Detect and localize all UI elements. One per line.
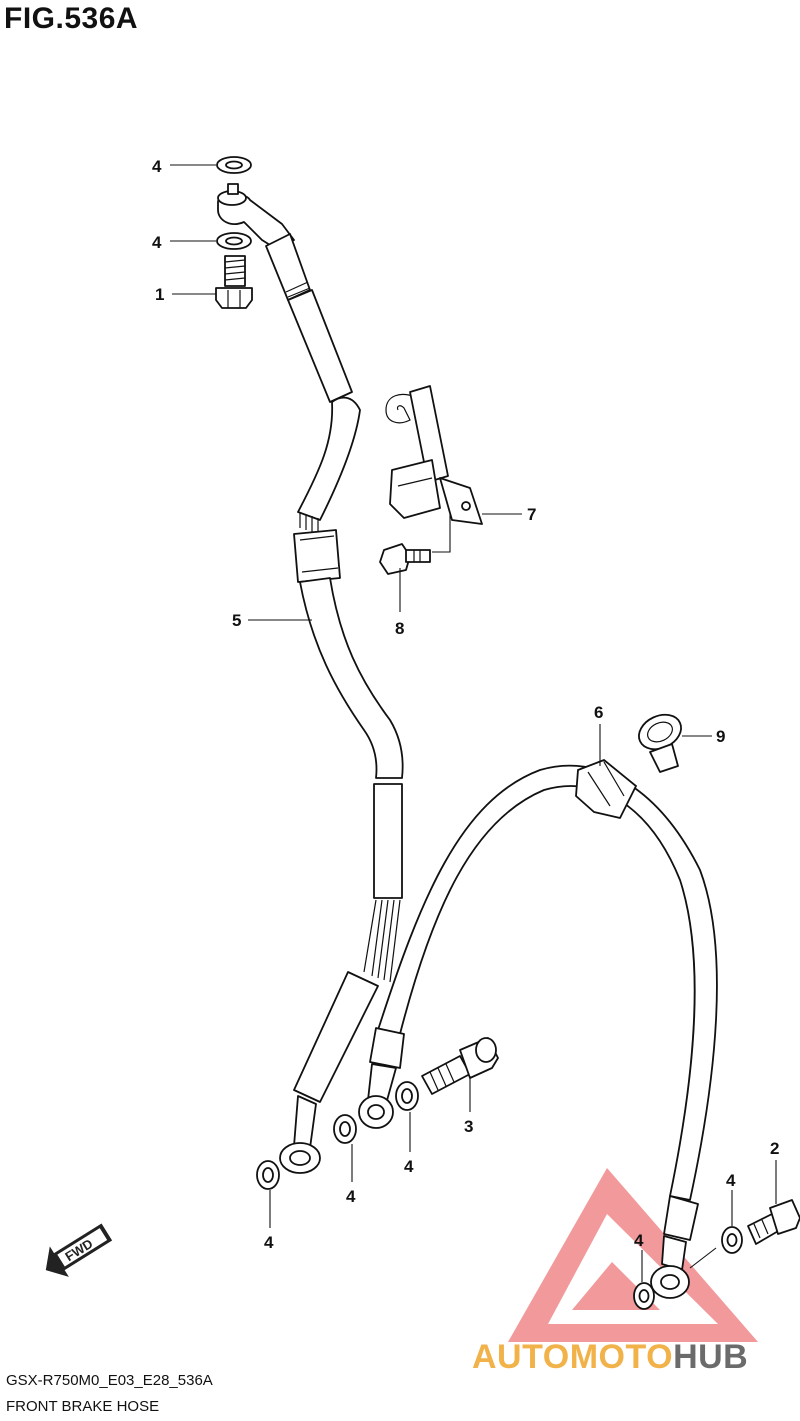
union-bolt-2 — [747, 1199, 800, 1245]
callout-6: 6 — [594, 703, 603, 722]
diagram-name: FRONT BRAKE HOSE — [6, 1398, 160, 1415]
washer-4-lower-left — [256, 1160, 280, 1190]
union-bolt-3 — [421, 1037, 499, 1095]
callout-2: 2 — [770, 1139, 779, 1158]
union-bolt-1 — [215, 255, 253, 309]
callout-5: 5 — [232, 611, 241, 630]
hose-6 — [358, 759, 718, 1299]
washer-4-top — [216, 156, 252, 174]
clamp-7 — [385, 385, 483, 525]
callout-4: 4 — [404, 1157, 414, 1176]
bolt-8 — [379, 543, 431, 575]
watermark-text: AUTOMOTOHUB — [472, 1338, 748, 1377]
callout-4: 4 — [726, 1171, 736, 1190]
watermark-text-part1: AUTOMOTO — [472, 1338, 674, 1376]
hose-5 — [217, 183, 404, 1174]
callout-4: 4 — [634, 1231, 644, 1250]
callout-7: 7 — [527, 505, 536, 524]
watermark-triangle — [508, 1168, 758, 1342]
callout-4: 4 — [346, 1187, 356, 1206]
callout-4: 4 — [264, 1233, 274, 1252]
washer-4-right — [721, 1226, 743, 1254]
callout-4: 4 — [152, 233, 162, 252]
washer-4-mid — [395, 1081, 419, 1111]
callout-3: 3 — [464, 1117, 473, 1136]
callouts: 4 4 1 5 7 8 6 9 3 4 4 4 2 4 4 — [152, 157, 779, 1252]
washer-4-bottom-right — [633, 1282, 655, 1310]
callout-9: 9 — [716, 727, 725, 746]
washer-4-mid-left — [333, 1114, 357, 1144]
fwd-arrow-badge: FWD — [45, 1223, 113, 1277]
callout-4: 4 — [152, 157, 162, 176]
watermark-text-part2: HUB — [673, 1338, 749, 1376]
washer-4-second — [216, 232, 252, 250]
callout-8: 8 — [395, 619, 404, 638]
figure-title: FIG.536A — [4, 2, 139, 35]
clamp-9 — [638, 713, 682, 773]
leader-lines — [170, 164, 777, 1282]
diagram-code: GSX-R750M0_E03_E28_536A — [6, 1372, 213, 1389]
callout-1: 1 — [155, 285, 164, 304]
